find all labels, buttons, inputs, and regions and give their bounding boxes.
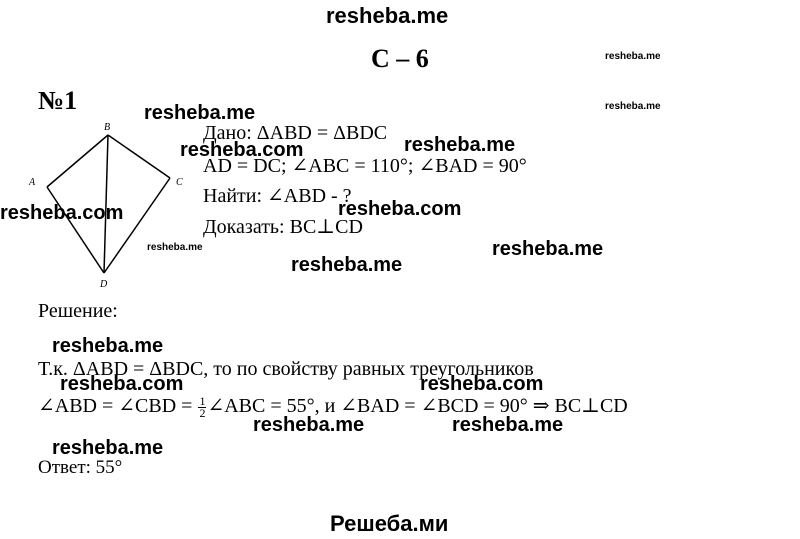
vertex-label-c: C	[176, 177, 183, 188]
answer-line: Ответ: 55°	[38, 457, 123, 478]
watermark-com-1: resheba.com	[180, 139, 304, 161]
problem-number: №1	[38, 86, 78, 115]
given-line-2: AD = DC; ∠ABC = 110°; ∠BAD = 90°	[203, 155, 527, 177]
prove-line: Доказать: BC⊥CD	[203, 216, 363, 238]
watermark-me-2: resheba.me	[404, 134, 516, 156]
given-line-1: Дано: ΔABD = ΔBDC	[203, 122, 388, 144]
page-title: С – 6	[371, 44, 429, 73]
find-line: Найти: ∠ABD - ?	[203, 185, 352, 207]
watermark-me-8: resheba.me	[52, 437, 164, 459]
segment-ad	[46, 186, 105, 274]
watermark-me-6: resheba.me	[253, 414, 365, 436]
watermark-me-7: resheba.me	[452, 414, 564, 436]
fraction-numerator: 1	[198, 393, 207, 408]
vertex-label-a: A	[28, 177, 36, 188]
watermark-com-4: resheba.com	[60, 373, 184, 395]
solution-line-2-end: ∠ABC = 55°, и ∠BAD = ∠BCD = 90° ⇒ BC⊥CD	[207, 395, 628, 417]
watermark-com-2: resheba.com	[0, 202, 124, 224]
vertex-label-d: D	[99, 279, 108, 290]
solution-heading: Решение:	[38, 300, 118, 322]
watermark-top: resheba.me	[326, 3, 449, 28]
watermark-small-1: resheba.me	[605, 51, 661, 62]
segment-cd	[103, 177, 171, 274]
watermark-me-5: resheba.me	[52, 335, 164, 357]
segment-ab	[46, 134, 109, 188]
geometry-figure: B A C D	[28, 122, 183, 290]
solution-line-1: Т.к. ΔABD = ΔBDC, то по свойству равных …	[38, 358, 534, 380]
watermark-me-4: resheba.me	[291, 254, 403, 276]
watermark-small-2: resheba.me	[605, 101, 661, 112]
fraction-denominator: 2	[199, 405, 206, 420]
segment-bd	[103, 134, 109, 274]
watermark-small-3: resheba.me	[147, 242, 203, 253]
watermark-me-1: resheba.me	[144, 102, 256, 124]
vertex-label-b: B	[104, 122, 110, 133]
watermark-com-5: resheba.com	[420, 373, 544, 395]
watermark-com-3: resheba.com	[338, 198, 462, 220]
segment-bc	[107, 134, 171, 179]
watermark-me-3: resheba.me	[492, 238, 604, 260]
watermark-bottom: Решеба.ми	[330, 511, 449, 536]
solution-line-2-start: ∠ABD = ∠CBD =	[38, 395, 193, 417]
